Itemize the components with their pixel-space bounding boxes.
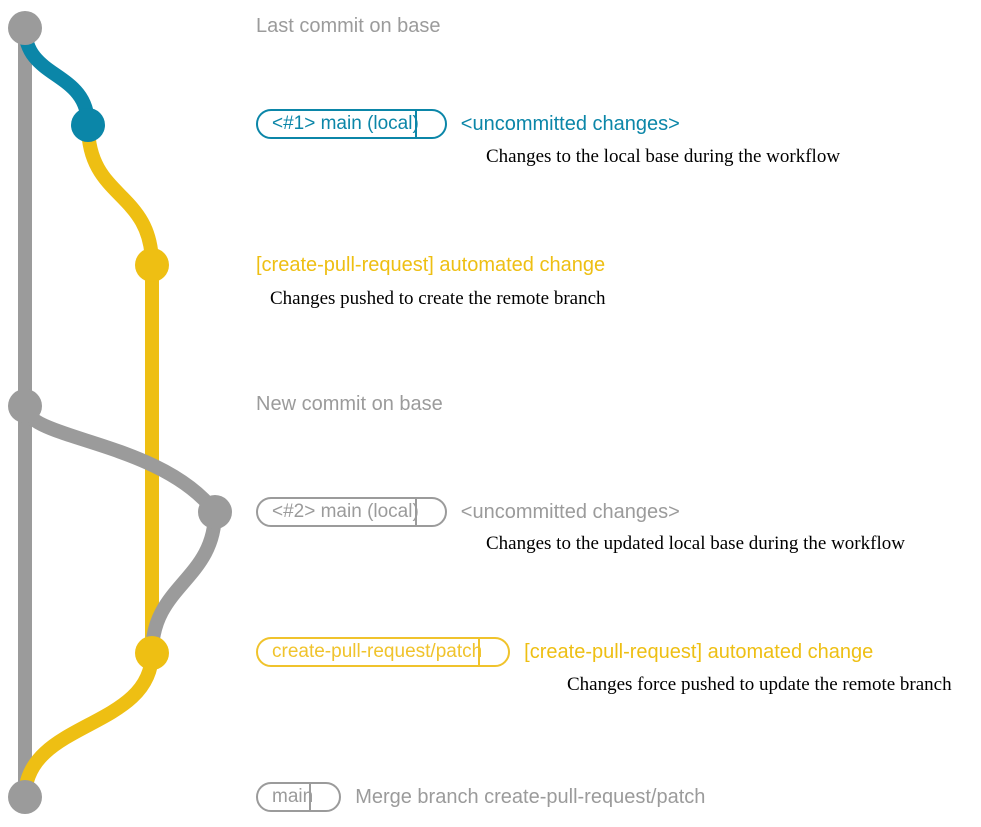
commit-row-patch-1: [create-pull-request] automated change bbox=[256, 250, 605, 280]
ref-tag-main[interactable]: main bbox=[256, 782, 342, 812]
edge-patch2-to-base3 bbox=[18, 646, 159, 804]
edge-local2-to-patch2 bbox=[145, 505, 222, 660]
commit-row-local-2: <#2> main (local) <uncommitted changes> bbox=[256, 497, 680, 527]
commit-subject: [create-pull-request] automated change bbox=[524, 641, 874, 663]
commit-subject: New commit on base bbox=[256, 393, 443, 415]
commit-row-local-1: <#1> main (local) <uncommitted changes> bbox=[256, 109, 680, 139]
commit-subject: <uncommitted changes> bbox=[460, 113, 680, 135]
edge-base1-to-local1 bbox=[18, 21, 95, 132]
edge-base2-to-local2 bbox=[18, 399, 222, 519]
ref-tag-main-local-1[interactable]: <#1> main (local) bbox=[256, 109, 447, 139]
commit-subject: [create-pull-request] automated change bbox=[256, 254, 606, 276]
commit-description-patch-1: Changes pushed to create the remote bran… bbox=[270, 288, 606, 309]
commit-description-local-2: Changes to the updated local base during… bbox=[486, 533, 905, 554]
commit-subject: Merge branch create-pull-request/patch bbox=[355, 786, 706, 808]
ref-tag-main-local-2[interactable]: <#2> main (local) bbox=[256, 497, 447, 527]
commit-node-local-2[interactable] bbox=[198, 495, 232, 529]
edge-local1-to-patch1 bbox=[81, 118, 159, 272]
commit-row-base-1: Last commit on base bbox=[256, 11, 441, 41]
ref-tag-create-pull-request-patch[interactable]: create-pull-request/patch bbox=[256, 637, 511, 667]
commit-row-base-3: main Merge branch create-pull-request/pa… bbox=[256, 782, 705, 812]
commit-node-base-3[interactable] bbox=[8, 780, 42, 814]
commit-node-base-2[interactable] bbox=[8, 389, 42, 423]
commit-description-local-1: Changes to the local base during the wor… bbox=[486, 146, 841, 167]
commit-node-local-1[interactable] bbox=[71, 108, 105, 142]
commit-row-patch-2: create-pull-request/patch [create-pull-r… bbox=[256, 637, 873, 667]
commit-subject: <uncommitted changes> bbox=[460, 501, 680, 523]
commit-subject: Last commit on base bbox=[256, 15, 441, 37]
commit-node-base-1[interactable] bbox=[8, 11, 42, 45]
commit-node-patch-1[interactable] bbox=[135, 248, 169, 282]
commit-row-base-2: New commit on base bbox=[256, 389, 443, 419]
commit-node-patch-2[interactable] bbox=[135, 636, 169, 670]
commit-description-patch-2: Changes force pushed to update the remot… bbox=[567, 674, 952, 695]
